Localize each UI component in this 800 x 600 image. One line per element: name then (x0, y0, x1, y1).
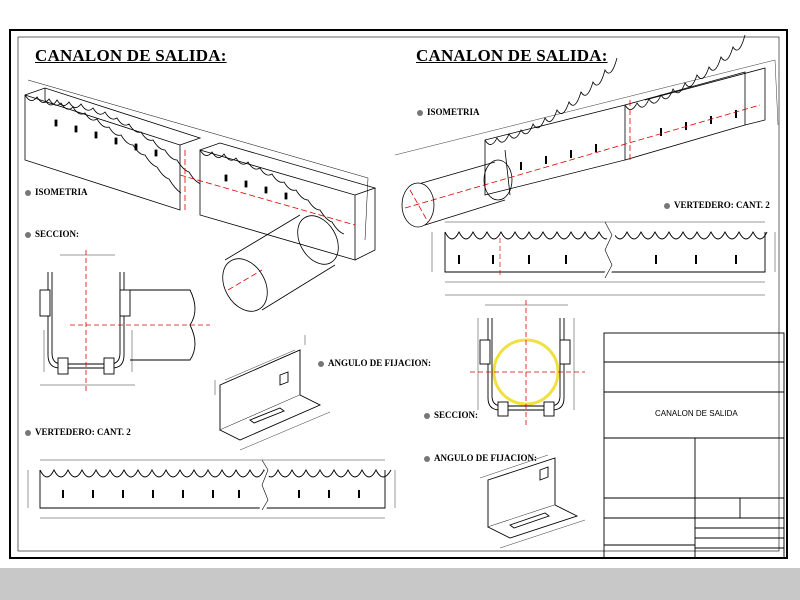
left-vertedero (27, 458, 396, 519)
sheet-frame (9, 29, 788, 559)
bullet-icon (25, 429, 31, 436)
bullet-icon (424, 412, 430, 419)
page-title-left: CANALON DE SALIDA: (35, 46, 227, 65)
left-isometric-centerlines (179, 150, 356, 291)
label-angulo-left: ANGULO DE FIJACION: (318, 358, 431, 368)
title-block-drawing-name: CANALON DE SALIDA (655, 409, 738, 418)
right-angle-bracket (479, 454, 586, 549)
bullet-icon (25, 189, 31, 196)
label-angulo-right: ANGULO DE FIJACION: (424, 453, 537, 463)
title-block (603, 332, 785, 559)
right-isometric-view (394, 34, 779, 228)
bullet-icon (318, 360, 324, 367)
right-section-centerlines (470, 300, 585, 425)
label-isometria-left: ISOMETRIA (25, 187, 88, 197)
bullet-icon (417, 109, 423, 116)
drawing-sheet (0, 0, 800, 568)
bullet-icon (424, 455, 430, 462)
left-section-centerlines (70, 250, 210, 392)
left-isometric-view (24, 79, 377, 312)
right-vertedero (431, 220, 776, 296)
label-seccion-left: SECCION: (25, 229, 79, 239)
label-isometria-right: ISOMETRIA (417, 107, 480, 117)
sheet-inner-frame (17, 36, 780, 552)
left-angle-bracket (214, 335, 331, 451)
right-isometric-centerlines (404, 100, 761, 223)
page-title-right: CANALON DE SALIDA: (416, 46, 608, 65)
label-vertedero-right: VERTEDERO: CANT. 2 (664, 200, 770, 210)
label-seccion-right: SECCION: (424, 410, 478, 420)
bullet-icon (664, 202, 670, 209)
label-vertedero-left: VERTEDERO: CANT. 2 (25, 427, 131, 437)
left-section-view (39, 254, 196, 386)
bullet-icon (25, 231, 31, 238)
